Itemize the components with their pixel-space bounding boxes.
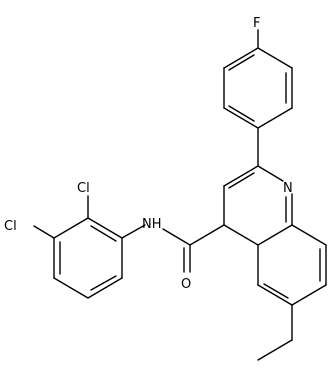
fluorine-atom-label: F — [253, 16, 260, 31]
carbonyl-oxygen-atom-label: O — [181, 277, 191, 292]
chlorine-meta-atom-label: Cl — [4, 219, 17, 234]
fluorophenyl-ring — [223, 47, 293, 129]
quinoline-benzo-ring — [257, 224, 327, 306]
ethyl-group — [257, 304, 293, 361]
ring-nitrogen-atom-label: N — [283, 181, 293, 196]
chlorine-ortho-atom-label: Cl — [77, 181, 90, 196]
dichlorophenyl-ring — [33, 195, 146, 299]
quinoline-pyridine-ring — [223, 127, 293, 246]
amide-group — [162, 224, 225, 273]
amide-nitrogen-atom-label: NH — [142, 217, 162, 232]
